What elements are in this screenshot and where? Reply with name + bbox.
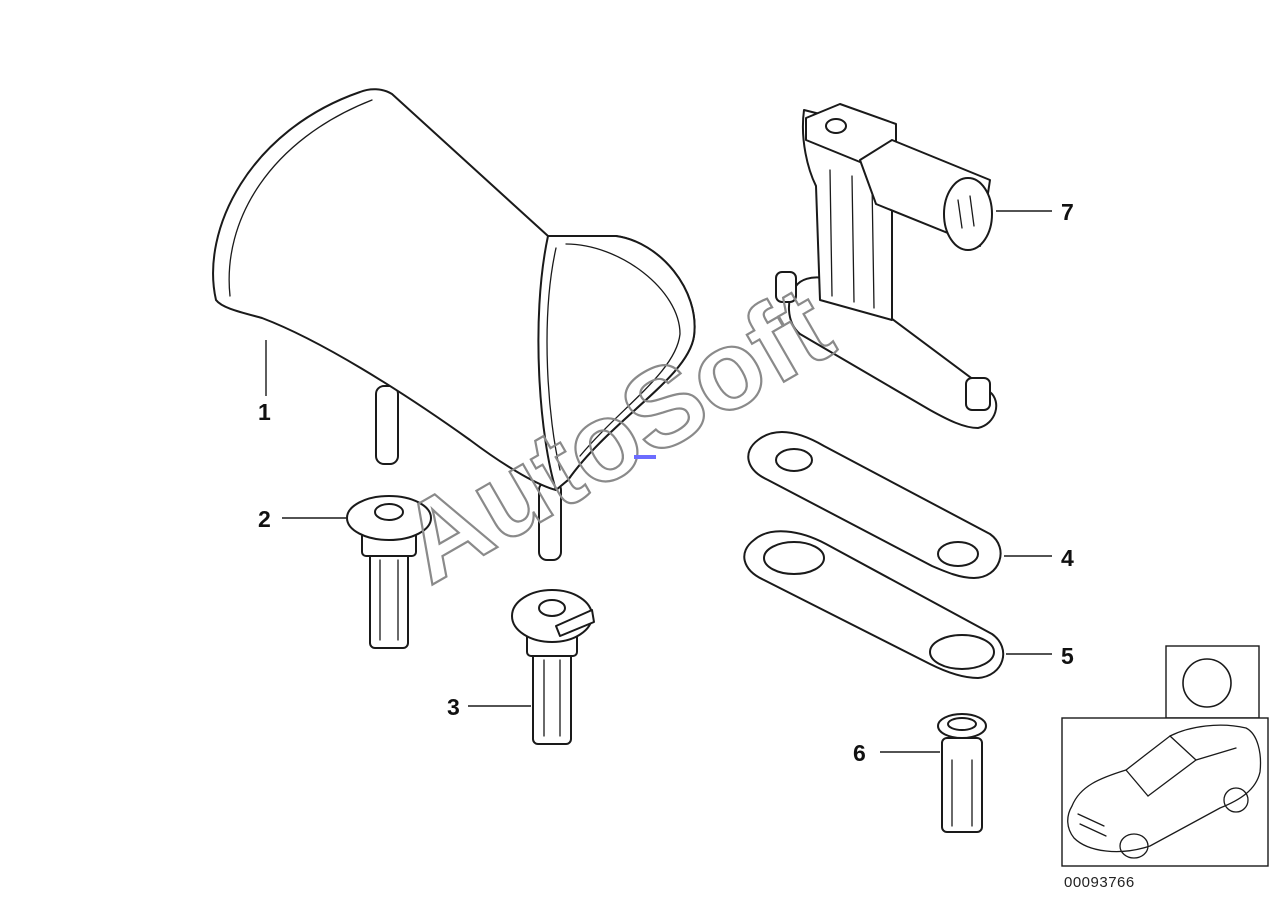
- adjustment-motor-unit[interactable]: [775, 103, 1052, 429]
- guide-sleeve[interactable]: [282, 495, 432, 649]
- cover-plate-body: [747, 431, 1002, 579]
- gasket-hole-top: [763, 541, 825, 575]
- callout-7[interactable]: 7: [1061, 199, 1074, 225]
- frame-rib: [871, 181, 875, 309]
- cover-plate-boss-top: [775, 448, 813, 472]
- bushing-bore: [947, 717, 977, 731]
- position-marker: [634, 455, 656, 459]
- guide-sleeve-locking[interactable]: [468, 589, 595, 745]
- car-silhouette-icon: [1067, 724, 1262, 859]
- bushing-shaft: [941, 737, 983, 833]
- locator-inset: [1061, 645, 1269, 867]
- guide-sleeve-bore: [374, 503, 404, 521]
- gasket[interactable]: [743, 530, 1052, 679]
- cover-plate-boss-bottom: [937, 541, 979, 567]
- top-block-boss: [825, 118, 847, 134]
- cover-plate[interactable]: [747, 431, 1052, 579]
- headrest-front-seam: [546, 247, 561, 471]
- frame-rib: [851, 175, 855, 303]
- frame-rib: [829, 169, 833, 297]
- callout-2[interactable]: 2: [258, 506, 271, 532]
- motor-terminals: [957, 195, 975, 229]
- callout-1[interactable]: 1: [258, 399, 271, 425]
- screw-post-left: [775, 271, 797, 303]
- screw-post-right: [965, 377, 991, 411]
- locking-sleeve-shaft: [532, 651, 572, 745]
- headrest-front-face: [537, 235, 696, 491]
- callout-6[interactable]: 6: [853, 740, 866, 766]
- callout-4[interactable]: 4: [1061, 545, 1074, 571]
- callout-5[interactable]: 5: [1061, 643, 1074, 669]
- inset-circle-symbol: [1182, 658, 1232, 708]
- locking-sleeve-bore: [538, 599, 566, 617]
- motor-end-cap: [943, 177, 993, 251]
- callout-3[interactable]: 3: [447, 694, 460, 720]
- headrest-post-left: [375, 385, 399, 465]
- bushing[interactable]: [880, 713, 987, 833]
- gasket-hole-bottom: [929, 634, 995, 670]
- headrest-face-seam: [565, 243, 681, 457]
- inset-car-box: [1061, 717, 1269, 867]
- guide-sleeve-shaft: [369, 551, 409, 649]
- headrest-side-seam: [228, 99, 373, 297]
- inset-symbol-box: [1165, 645, 1260, 719]
- locking-sleeve-release: [555, 609, 595, 637]
- document-number: 00093766: [1064, 874, 1135, 891]
- headrest[interactable]: [212, 88, 696, 561]
